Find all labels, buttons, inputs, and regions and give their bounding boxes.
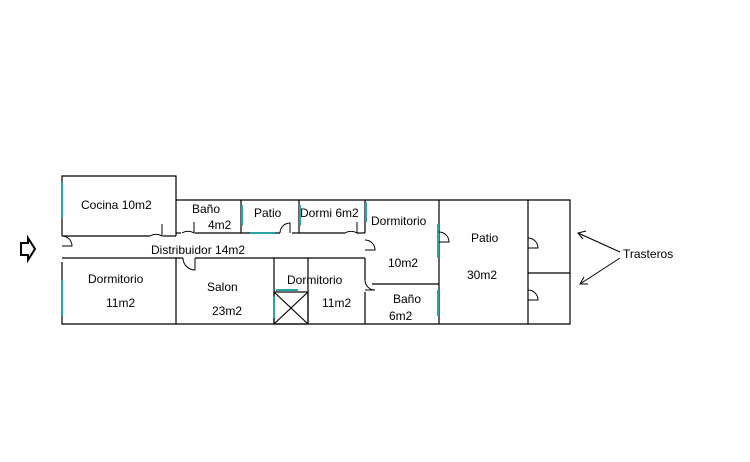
label-trasteros: Trasteros <box>623 247 673 261</box>
label-patio2-name: Patio <box>471 231 499 245</box>
label-bano2-name: Baño <box>393 292 421 306</box>
label-dormitorio-mid-name: Dormitorio <box>287 273 343 287</box>
label-dormitorio-mid-area: 11m2 <box>322 296 351 310</box>
trasteros-arrows <box>577 230 621 285</box>
label-salon-area: 23m2 <box>212 304 242 318</box>
label-dormitorio-left-area: 11m2 <box>106 296 135 310</box>
label-dormitorio-right-name: Dormitorio <box>371 214 427 228</box>
doors <box>61 222 539 301</box>
label-cocina: Cocina 10m2 <box>81 198 152 212</box>
label-bano1-area: 4m2 <box>208 218 232 232</box>
label-dormitorio-left-name: Dormitorio <box>88 272 144 286</box>
label-bano2-area: 6m2 <box>389 309 413 323</box>
label-patio2-area: 30m2 <box>467 268 497 282</box>
label-distribuidor: Distribuidor 14m2 <box>151 243 245 257</box>
label-bano1-name: Baño <box>192 202 220 216</box>
windows <box>61 182 439 318</box>
entrance-arrow-icon <box>20 234 37 264</box>
label-dormitorio-right-area: 10m2 <box>388 256 418 270</box>
label-salon-name: Salon <box>207 280 238 294</box>
label-patio1: Patio <box>254 206 282 220</box>
stairs-icon <box>273 291 309 325</box>
label-dormi1: Dormi 6m2 <box>300 206 359 220</box>
